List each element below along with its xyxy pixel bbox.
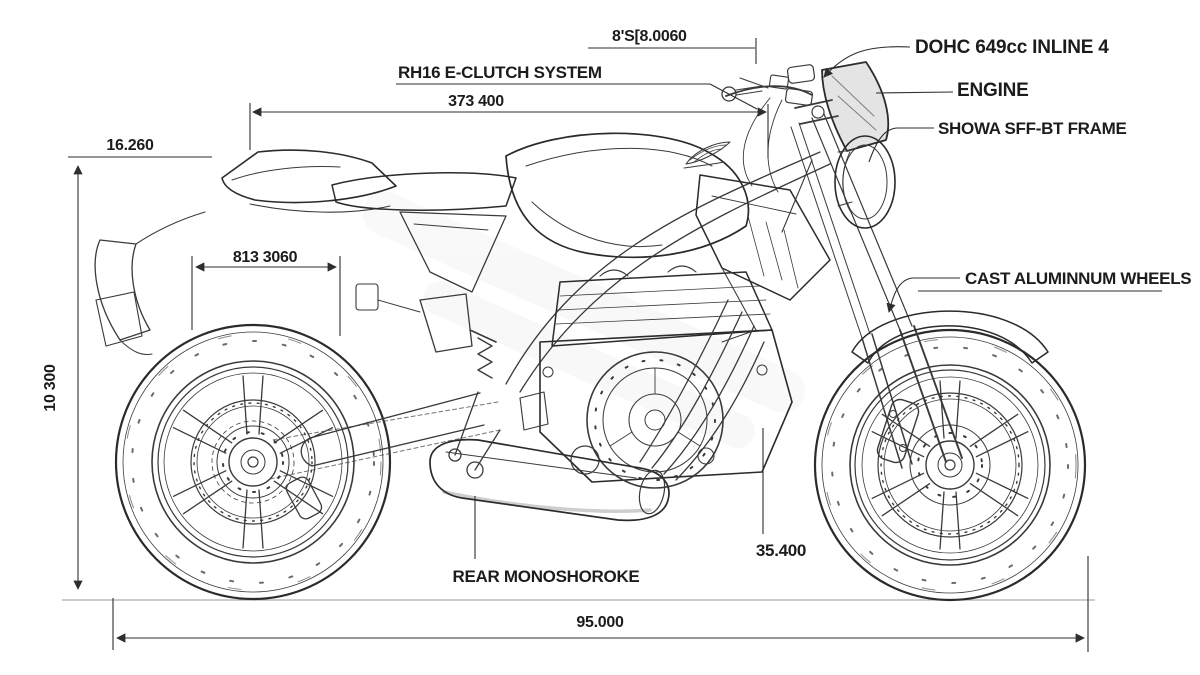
annotations xyxy=(68,38,1162,652)
front-fork xyxy=(790,99,1049,469)
label-monoshock: REAR MONOSHOROKE xyxy=(453,567,640,586)
label-dim-16: 16.260 xyxy=(106,137,154,154)
radiator-shroud xyxy=(695,174,831,343)
label-dim-height: 10 300 xyxy=(42,364,59,412)
bike-line-art xyxy=(94,61,1087,602)
frame-tubes xyxy=(505,151,831,393)
dimension-813 xyxy=(191,256,341,336)
front-brake-caliper xyxy=(876,398,920,464)
rear-shock xyxy=(448,337,501,479)
fuel-tank xyxy=(505,132,750,259)
headlight xyxy=(821,61,896,229)
leader-eclutch xyxy=(396,83,758,110)
front-spokes xyxy=(871,380,1029,550)
label-dim-35: 35.400 xyxy=(756,541,806,560)
dimension-top xyxy=(588,38,757,64)
watermark xyxy=(362,191,806,448)
seat xyxy=(331,172,517,211)
label-wheels: CAST ALUMINNUM WHEELS xyxy=(965,269,1191,288)
label-dim-overall: 95.000 xyxy=(576,614,624,631)
honda-wing-badge xyxy=(683,141,731,169)
front-wheel xyxy=(813,328,1087,602)
side-panel xyxy=(399,211,507,293)
label-dim-373: 373 400 xyxy=(448,93,504,110)
leader-engine xyxy=(875,91,954,94)
exhaust xyxy=(429,299,765,522)
rear-brake-caliper xyxy=(285,476,323,520)
rear-wheel xyxy=(114,323,392,601)
leader-frame xyxy=(868,127,934,163)
label-engine: ENGINE xyxy=(957,80,1029,101)
label-eclutch: RH16 E-CLUTCH SYSTEM xyxy=(398,63,602,82)
rear-fender xyxy=(94,211,206,355)
label-dim-813: 813 3060 xyxy=(233,249,298,266)
labels: 8'S[8.0060 RH16 E-CLUTCH SYSTEM 373 400 … xyxy=(42,28,1192,631)
leader-wheels xyxy=(886,277,1162,313)
label-dim-top: 8'S[8.0060 xyxy=(612,28,687,45)
dimension-373 xyxy=(249,103,769,158)
leader-dohc xyxy=(823,46,911,78)
footpeg-bracket xyxy=(355,283,497,353)
label-frame: SHOWA SFF-BT FRAME xyxy=(938,119,1127,138)
dimension-overall xyxy=(112,556,1089,652)
label-dohc: DOHC 649cc INLINE 4 xyxy=(915,37,1109,58)
